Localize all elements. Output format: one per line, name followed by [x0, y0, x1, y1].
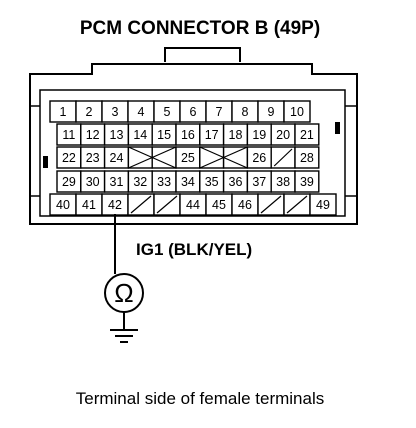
- terminal-number: 29: [62, 175, 76, 189]
- diagram-caption: Terminal side of female terminals: [76, 389, 324, 408]
- blocked-cavity-mark: [128, 146, 177, 169]
- terminal-number: 1: [60, 105, 67, 119]
- terminal-number: 11: [62, 128, 75, 142]
- blocked-cavity-mark: [199, 146, 248, 169]
- terminal-number: 17: [205, 128, 219, 142]
- terminal-number: 36: [229, 175, 243, 189]
- blocked-cavity-mark: [156, 195, 178, 214]
- terminal-number: 21: [300, 128, 314, 142]
- terminal-number: 10: [290, 105, 304, 119]
- terminal-number: 15: [157, 128, 171, 142]
- right-key-mark: [335, 122, 340, 134]
- connector-housing: [29, 47, 358, 225]
- wire-label: IG1 (BLK/YEL): [136, 240, 252, 259]
- blocked-cavity-mark: [273, 148, 293, 167]
- terminal-number: 13: [110, 128, 124, 142]
- terminal-number: 32: [133, 175, 147, 189]
- terminal-number: 24: [110, 151, 124, 165]
- terminal-number: 42: [108, 198, 122, 212]
- blocked-cavity-mark: [286, 195, 308, 214]
- ohm-symbol: Ω: [114, 278, 133, 308]
- terminal-number: 5: [164, 105, 171, 119]
- terminal-number: 45: [212, 198, 226, 212]
- terminal-number: 28: [300, 151, 314, 165]
- terminal-number: 38: [276, 175, 290, 189]
- terminal-number: 7: [216, 105, 223, 119]
- terminal-number: 2: [86, 105, 93, 119]
- terminal-number: 39: [300, 175, 314, 189]
- terminal-number: 18: [229, 128, 243, 142]
- terminal-number: 26: [252, 151, 266, 165]
- terminal-28: [294, 146, 320, 169]
- terminal-10: [283, 100, 311, 123]
- terminal-number: 41: [82, 198, 96, 212]
- terminal-number: 22: [62, 151, 76, 165]
- left-key-mark: [43, 156, 48, 168]
- terminal-number: 44: [186, 198, 200, 212]
- terminal-number: 19: [252, 128, 266, 142]
- terminal-number: 8: [242, 105, 249, 119]
- terminal-number: 40: [56, 198, 70, 212]
- blocked-cavity-mark: [130, 195, 152, 214]
- terminal-number: 20: [276, 128, 290, 142]
- ground-icon: [110, 329, 138, 343]
- blocked-cavity-mark: [260, 195, 282, 214]
- terminal-49: [309, 193, 337, 216]
- terminal-number: 33: [157, 175, 171, 189]
- terminal-number: 6: [190, 105, 197, 119]
- empty-cavity: [151, 146, 177, 169]
- empty-cavity: [199, 146, 225, 169]
- terminal-21: [294, 123, 320, 146]
- diagram-title: PCM CONNECTOR B (49P): [80, 18, 320, 39]
- terminal-number: 9: [268, 105, 275, 119]
- terminal-number: 31: [110, 175, 124, 189]
- test-lead: [114, 214, 125, 330]
- terminal-number: 37: [252, 175, 266, 189]
- terminal-number: 3: [112, 105, 119, 119]
- terminal-number: 4: [138, 105, 145, 119]
- terminal-number: 14: [133, 128, 147, 142]
- terminal-number: 49: [316, 198, 330, 212]
- terminal-39: [294, 170, 320, 193]
- ohmmeter-icon: [104, 273, 144, 313]
- terminal-number: 23: [86, 151, 100, 165]
- terminal-number: 35: [205, 175, 219, 189]
- terminal-number: 12: [86, 128, 100, 142]
- terminal-number: 16: [181, 128, 195, 142]
- terminal-number: 25: [181, 151, 195, 165]
- empty-cavity: [127, 146, 153, 169]
- terminal-number: 30: [86, 175, 100, 189]
- terminal-number: 34: [181, 175, 195, 189]
- terminal-number: 46: [238, 198, 252, 212]
- empty-cavity: [222, 146, 249, 169]
